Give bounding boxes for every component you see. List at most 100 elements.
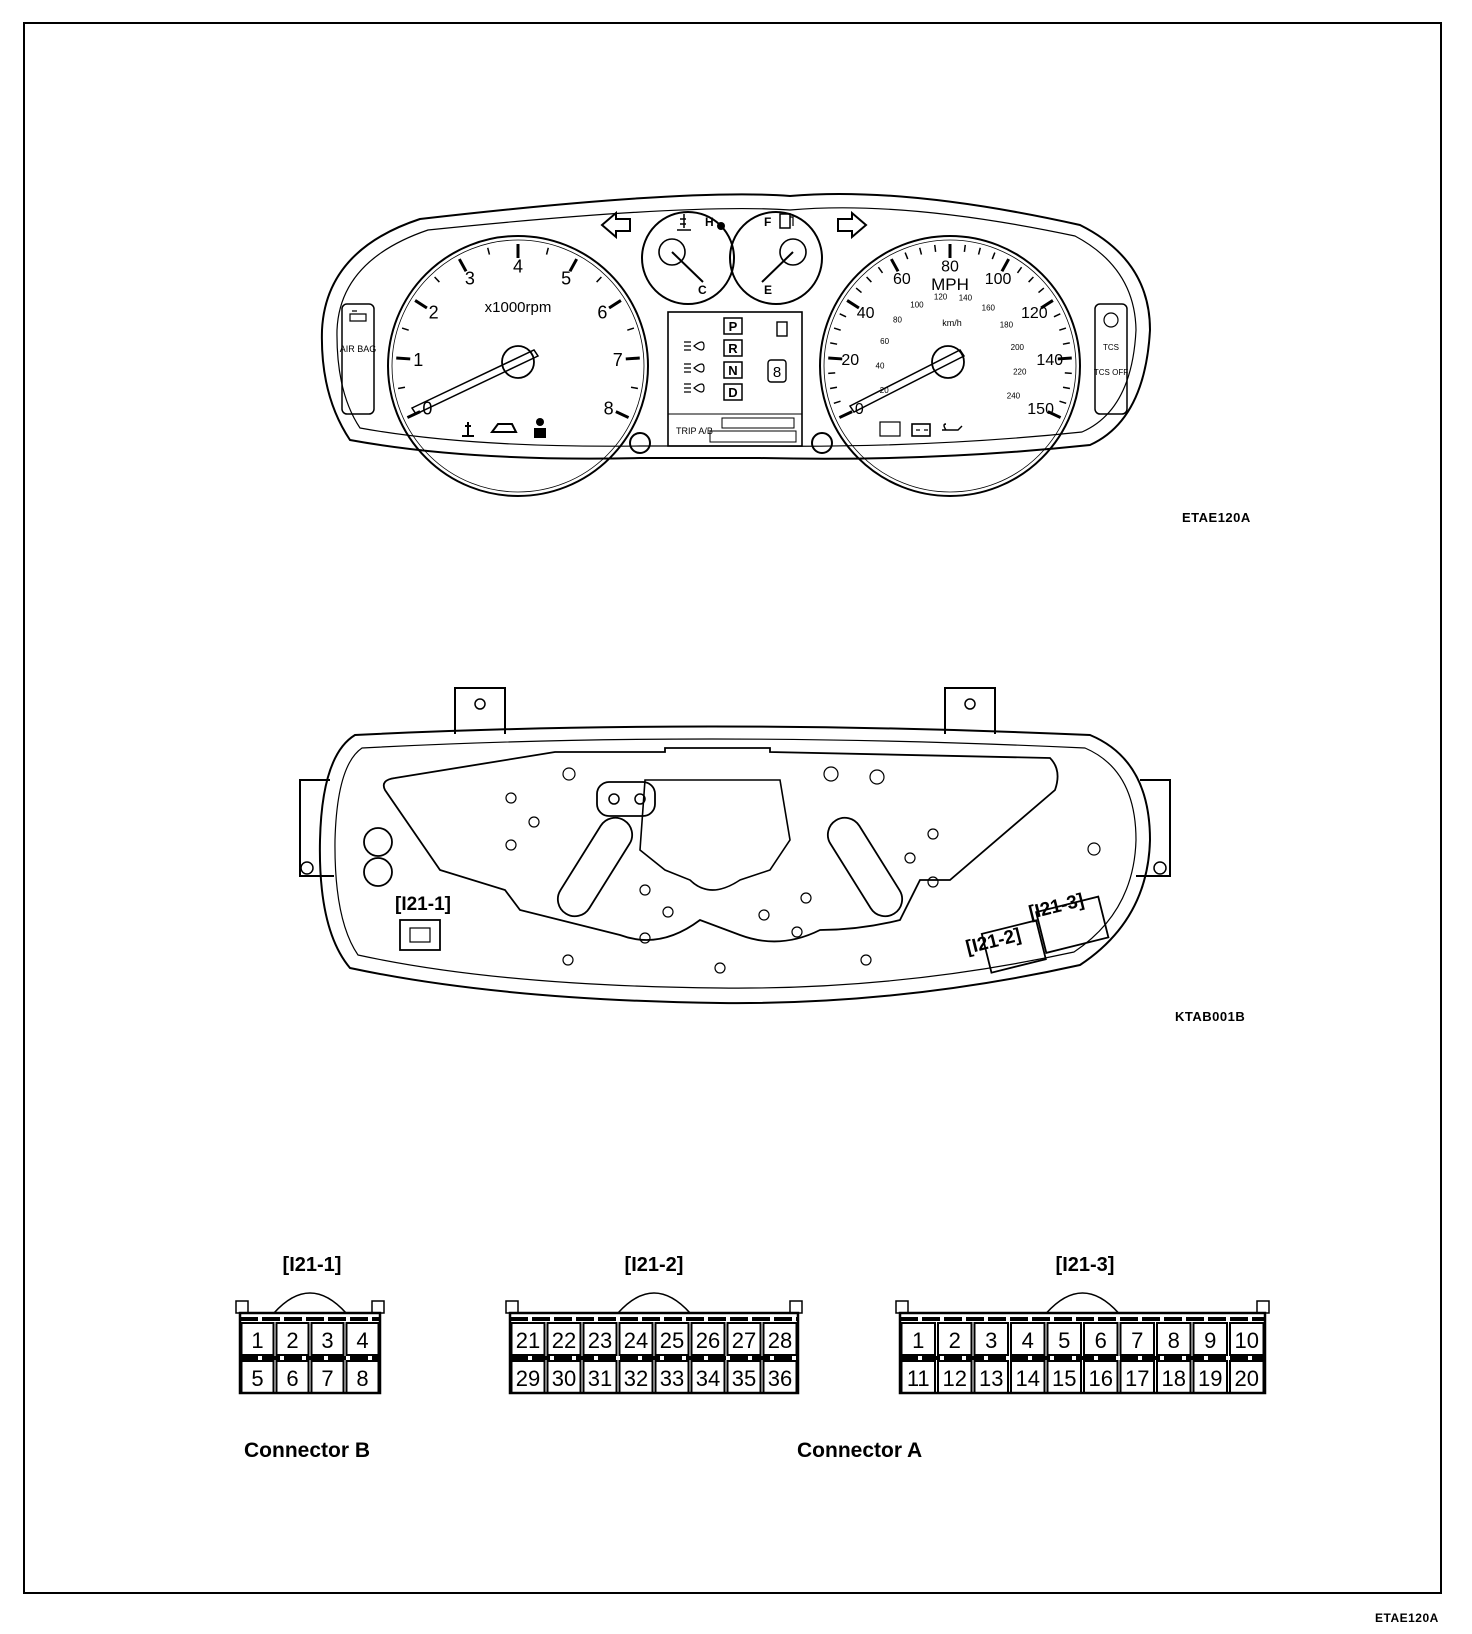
connector-pin-number: 23 bbox=[588, 1328, 612, 1353]
connector-pin-cell bbox=[582, 1322, 618, 1356]
connector-pin-cell bbox=[546, 1322, 582, 1356]
dial-major-tick bbox=[828, 356, 843, 361]
connector-pin-cell bbox=[973, 1322, 1009, 1356]
connector-a-caption: Connector A bbox=[797, 1439, 922, 1462]
dial-major-tick bbox=[1047, 410, 1062, 419]
gear-box bbox=[723, 361, 743, 379]
tachometer-unit: x1000rpm bbox=[485, 299, 552, 316]
connector-pin-number: 8 bbox=[356, 1366, 368, 1391]
back-figure-code: KTAB001B bbox=[1175, 1009, 1246, 1024]
connector-pin-cell bbox=[1119, 1322, 1155, 1356]
connector-pin-cell bbox=[937, 1322, 973, 1356]
connector-latch bbox=[505, 1300, 519, 1314]
high-beam-icon bbox=[684, 363, 705, 373]
connector-pin-cell bbox=[900, 1322, 936, 1356]
connector-pin-cell bbox=[618, 1322, 654, 1356]
connector-pin-number: 7 bbox=[321, 1366, 333, 1391]
connector-pin-number: 30 bbox=[552, 1366, 576, 1391]
kmh-tick-label: 120 bbox=[934, 293, 948, 302]
speedometer-hub bbox=[931, 345, 965, 379]
connector-pin-cell bbox=[937, 1360, 973, 1394]
connector-pin-number: 3 bbox=[321, 1328, 333, 1353]
back-label-i21-1: [I21-1] bbox=[395, 894, 451, 915]
dial-major-tick bbox=[625, 356, 640, 361]
fuel-empty-label: E bbox=[764, 283, 772, 297]
tachometer-hub bbox=[501, 345, 535, 379]
dial-tick-label: 8 bbox=[604, 399, 614, 419]
connector-pin-number: 11 bbox=[907, 1366, 930, 1391]
connector-latch bbox=[371, 1300, 385, 1314]
dial-major-tick bbox=[396, 356, 411, 361]
center-display bbox=[667, 311, 803, 447]
connector-pin-cell bbox=[275, 1322, 310, 1356]
connector-pin-number: 27 bbox=[732, 1328, 756, 1353]
dial-minor-tick bbox=[630, 386, 639, 390]
dial-minor-tick bbox=[1028, 276, 1034, 283]
connector-pin-cell bbox=[900, 1360, 936, 1394]
connector-pin-number: 5 bbox=[1058, 1328, 1070, 1353]
connector-pin-cell bbox=[310, 1360, 345, 1394]
speedometer-unit-mph: MPH bbox=[931, 275, 969, 294]
connector-pin-cell bbox=[1119, 1360, 1155, 1394]
dial-minor-tick bbox=[1059, 400, 1067, 405]
dial-minor-tick bbox=[991, 252, 996, 260]
connector-pin-cell bbox=[654, 1360, 690, 1394]
tachometer-needle bbox=[410, 349, 540, 415]
dial-minor-tick bbox=[401, 327, 409, 331]
connector-pin-cell bbox=[1229, 1322, 1265, 1356]
dial-major-tick bbox=[1000, 258, 1010, 273]
dial-minor-tick bbox=[397, 386, 406, 390]
dial-minor-tick bbox=[866, 276, 872, 283]
connector-pin-number: 3 bbox=[985, 1328, 997, 1353]
connector-pin-cell bbox=[1083, 1360, 1119, 1394]
connector-pin-number: 20 bbox=[1235, 1366, 1259, 1391]
connector-pin-cell bbox=[762, 1322, 798, 1356]
headlight-icon bbox=[684, 341, 705, 351]
connector-pin-number: 24 bbox=[624, 1328, 648, 1353]
connector-pin-cell bbox=[345, 1360, 380, 1394]
temp-cold-label: C bbox=[698, 283, 707, 297]
connector-pin-number: 15 bbox=[1052, 1366, 1076, 1391]
engine-icon bbox=[349, 310, 367, 322]
connector-pin-cell bbox=[546, 1360, 582, 1394]
front-figure-code: ETAE120A bbox=[1182, 510, 1251, 525]
tcs-label: TCS bbox=[1103, 343, 1119, 352]
connector-pin-cell bbox=[690, 1322, 726, 1356]
fuel-needle bbox=[761, 251, 794, 283]
connector-pin-cell bbox=[726, 1360, 762, 1394]
trip-reset-knob bbox=[629, 432, 651, 454]
connector-pin-cell bbox=[582, 1360, 618, 1394]
connector-pin-number: 21 bbox=[516, 1328, 540, 1353]
dial-tick-label: 6 bbox=[597, 303, 607, 323]
dial-minor-tick bbox=[1053, 313, 1061, 318]
connector-pin-cell bbox=[1083, 1322, 1119, 1356]
dial-tick-label: 40 bbox=[857, 305, 875, 322]
dial-minor-tick bbox=[1059, 327, 1067, 331]
dial-major-tick bbox=[458, 258, 468, 273]
connector-pin-cell bbox=[654, 1322, 690, 1356]
dial-tick-label: 140 bbox=[1036, 352, 1063, 369]
airbag-window bbox=[341, 303, 375, 415]
dial-minor-tick bbox=[627, 327, 635, 331]
connector-pin-cell bbox=[240, 1360, 275, 1394]
gear-letter: R bbox=[728, 341, 738, 356]
dial-major-tick bbox=[846, 299, 860, 310]
dial-minor-tick bbox=[830, 342, 838, 345]
speedometer-needle bbox=[848, 349, 966, 413]
dial-minor-tick bbox=[877, 266, 884, 274]
connector-pin-number: 35 bbox=[732, 1366, 756, 1391]
dial-tick-label: 60 bbox=[893, 271, 911, 288]
dial-minor-tick bbox=[1038, 287, 1045, 294]
connector-pin-cell bbox=[1010, 1322, 1046, 1356]
coolant-temp-icon bbox=[677, 214, 691, 231]
dial-major-tick bbox=[568, 258, 578, 273]
dial-major-tick bbox=[608, 299, 622, 310]
door-open-icon bbox=[490, 423, 518, 433]
dial-minor-tick bbox=[839, 313, 847, 318]
connector-pin-number: 25 bbox=[660, 1328, 684, 1353]
connector-latch bbox=[895, 1300, 909, 1314]
kmh-tick-label: 200 bbox=[1011, 343, 1025, 352]
fuel-full-label: F bbox=[764, 215, 771, 229]
